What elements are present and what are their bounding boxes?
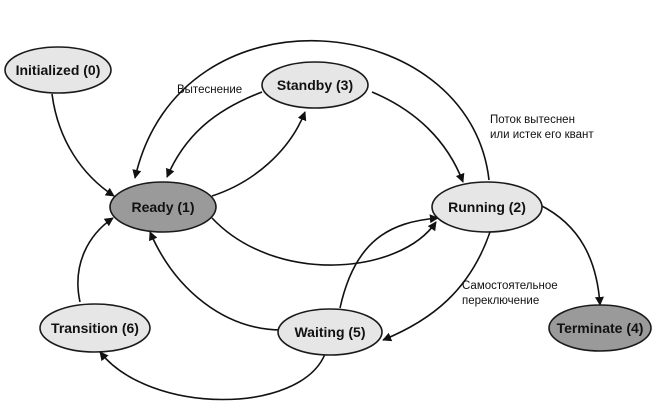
edge-ready-to-running: [211, 217, 437, 266]
edge-waiting-to-running: [339, 214, 439, 309]
edge-ready-to-standby: [211, 111, 307, 197]
node-transition: Transition (6): [39, 303, 151, 353]
edge-running-to-terminate: [539, 204, 604, 306]
node-terminate-label: Terminate (4): [557, 320, 644, 336]
annotation-preempted-line1: Поток вытеснен: [490, 114, 575, 126]
edges: [51, 40, 604, 401]
node-running: Running (2): [431, 181, 543, 233]
annotation-voluntary-line1: Самостоятельное: [462, 280, 558, 292]
annotation-preemption: Вытеснение: [177, 84, 242, 96]
edge-waiting-to-ready: [149, 231, 283, 331]
annotation-preempted-line2: или истек его квант: [490, 129, 594, 141]
node-running-label: Running (2): [448, 199, 526, 215]
node-standby: Standby (3): [261, 61, 369, 109]
node-initialized: Initialized (0): [4, 46, 112, 94]
node-standby-label: Standby (3): [277, 77, 353, 93]
edge-standby-to-ready: [166, 91, 263, 178]
node-transition-label: Transition (6): [51, 320, 139, 336]
edge-running-to-ready-top-arc: [132, 40, 490, 181]
node-waiting: Waiting (5): [277, 308, 383, 356]
node-ready: Ready (1): [109, 181, 217, 233]
edge-running-to-waiting: [382, 231, 491, 342]
node-ready-label: Ready (1): [131, 199, 194, 215]
node-waiting-label: Waiting (5): [294, 324, 365, 340]
node-initialized-label: Initialized (0): [16, 62, 101, 78]
node-terminate: Terminate (4): [548, 304, 652, 352]
edge-transition-to-ready: [77, 217, 114, 303]
annotation-voluntary-line2: переключение: [462, 295, 539, 307]
edge-standby-to-running: [371, 91, 465, 183]
edge-initialized-to-ready: [51, 93, 115, 197]
edge-waiting-to-transition: [99, 351, 326, 401]
